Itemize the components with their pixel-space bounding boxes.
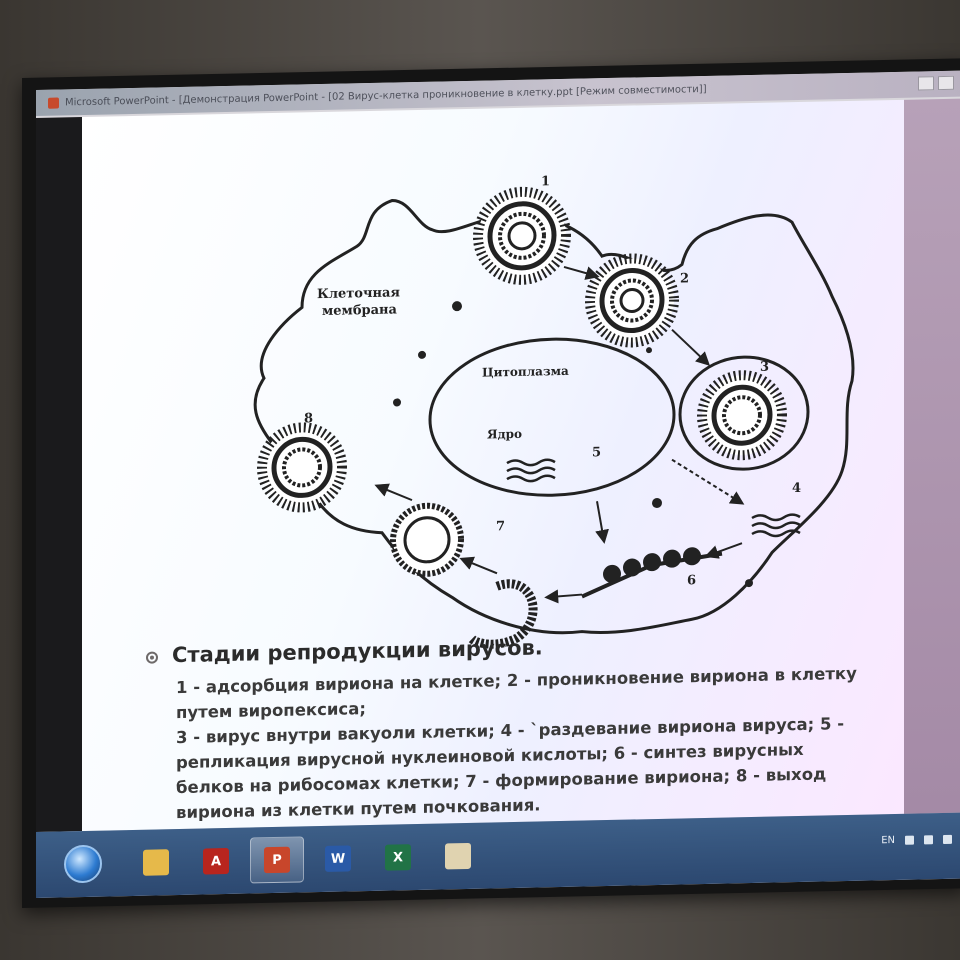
- stage-number-2: 2: [680, 271, 689, 286]
- projected-screen: Microsoft PowerPoint - [Демонстрация Pow…: [36, 70, 960, 898]
- virion-stage-2: [585, 253, 679, 348]
- virion-stage-3-vacuole: [678, 355, 810, 471]
- tray-flag-icon[interactable]: [905, 835, 914, 845]
- excel-icon: X: [385, 844, 411, 871]
- taskbar-word[interactable]: W: [312, 836, 364, 881]
- nucleic-acid-replication: [506, 458, 556, 483]
- stage-number-6: 6: [687, 573, 696, 588]
- language-indicator[interactable]: EN: [881, 835, 895, 847]
- cytoplasm-label: Цитоплазма: [482, 364, 569, 380]
- powerpoint-app-icon: [48, 97, 59, 109]
- taskbar-powerpoint[interactable]: P: [250, 836, 304, 884]
- virus-reproduction-diagram: Клеточная мембрана Цитоплазма Ядро 1 2 3…: [253, 174, 855, 649]
- stage-number-4: 4: [792, 481, 801, 496]
- capsid-assembly-arc: [468, 579, 538, 649]
- left-dark-margin: [36, 117, 82, 832]
- file-explorer-icon: [143, 849, 169, 876]
- powerpoint-icon: P: [264, 846, 290, 874]
- membrane-label-line1: Клеточная: [317, 285, 400, 302]
- windows-start-icon[interactable]: [64, 844, 102, 884]
- membrane-label-line2: мембрана: [322, 302, 398, 319]
- stage-number-8: 8: [304, 411, 313, 426]
- system-tray: EN: [881, 834, 952, 846]
- window-controls: [918, 75, 954, 91]
- stage-number-3: 3: [760, 360, 769, 375]
- paint-icon: [445, 842, 471, 870]
- uncoated-nucleic-acid: [751, 513, 801, 538]
- virion-stage-1: [473, 186, 571, 285]
- minimize-button[interactable]: [918, 76, 934, 91]
- cell-nucleus: [428, 337, 676, 497]
- acrobat-icon: A: [203, 847, 229, 875]
- cytoplasm-particles: [393, 301, 753, 588]
- stage-number-7: 7: [496, 519, 505, 534]
- virion-stage-7: [390, 502, 464, 577]
- taskbar-acrobat[interactable]: A: [190, 839, 242, 884]
- right-side-panel: [904, 98, 960, 814]
- taskbar-excel[interactable]: X: [372, 835, 424, 880]
- tray-network-icon[interactable]: [924, 835, 933, 845]
- tray-volume-icon[interactable]: [943, 834, 952, 845]
- taskbar-paint[interactable]: [432, 834, 484, 879]
- word-icon: W: [325, 845, 351, 872]
- slide-body: 1 - адсорбция вириона на клетке; 2 - про…: [176, 660, 886, 825]
- window-title: Microsoft PowerPoint - [Демонстрация Pow…: [65, 83, 707, 108]
- taskbar-file-explorer[interactable]: [130, 840, 182, 885]
- stage-number-5: 5: [592, 445, 601, 460]
- stage-number-1: 1: [541, 174, 550, 189]
- virion-stage-8: [257, 422, 347, 513]
- nucleus-label: Ядро: [487, 427, 522, 442]
- slide-content: Клеточная мембрана Цитоплазма Ядро 1 2 3…: [82, 99, 904, 832]
- process-arrows: [374, 265, 745, 604]
- ribosome-protein-synthesis: [581, 547, 723, 599]
- maximize-button[interactable]: [938, 75, 954, 91]
